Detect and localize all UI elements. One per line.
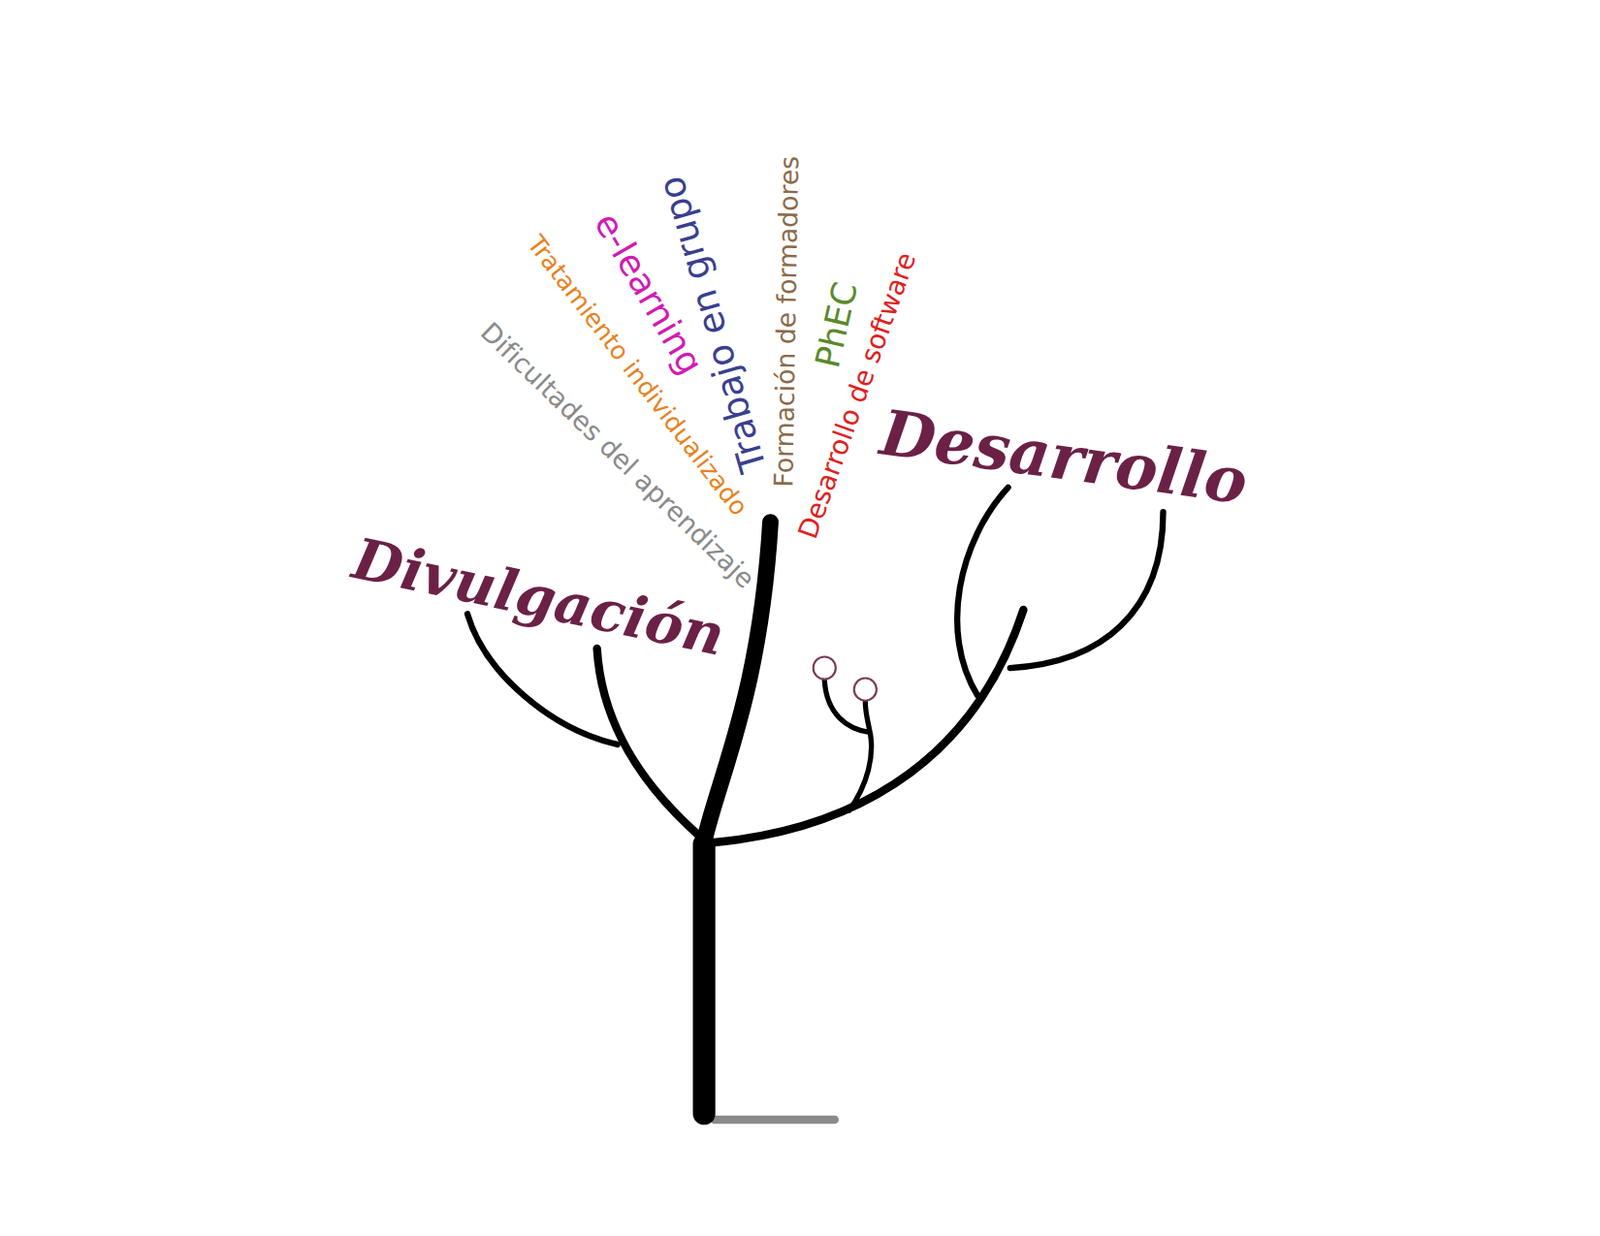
tree-twig (848, 702, 871, 812)
twig-bud (854, 678, 877, 702)
topic-label: Formación de formadores (769, 155, 804, 487)
tree-trunk (693, 844, 716, 1115)
area-heading: Desarrollo (876, 397, 1252, 516)
tree-branch (1010, 512, 1164, 669)
ground-line (714, 1116, 835, 1124)
twig-bud (813, 656, 836, 679)
tree-branch (957, 487, 1008, 697)
tree-branch (714, 609, 1024, 843)
area-heading: Divulgación (348, 527, 731, 668)
